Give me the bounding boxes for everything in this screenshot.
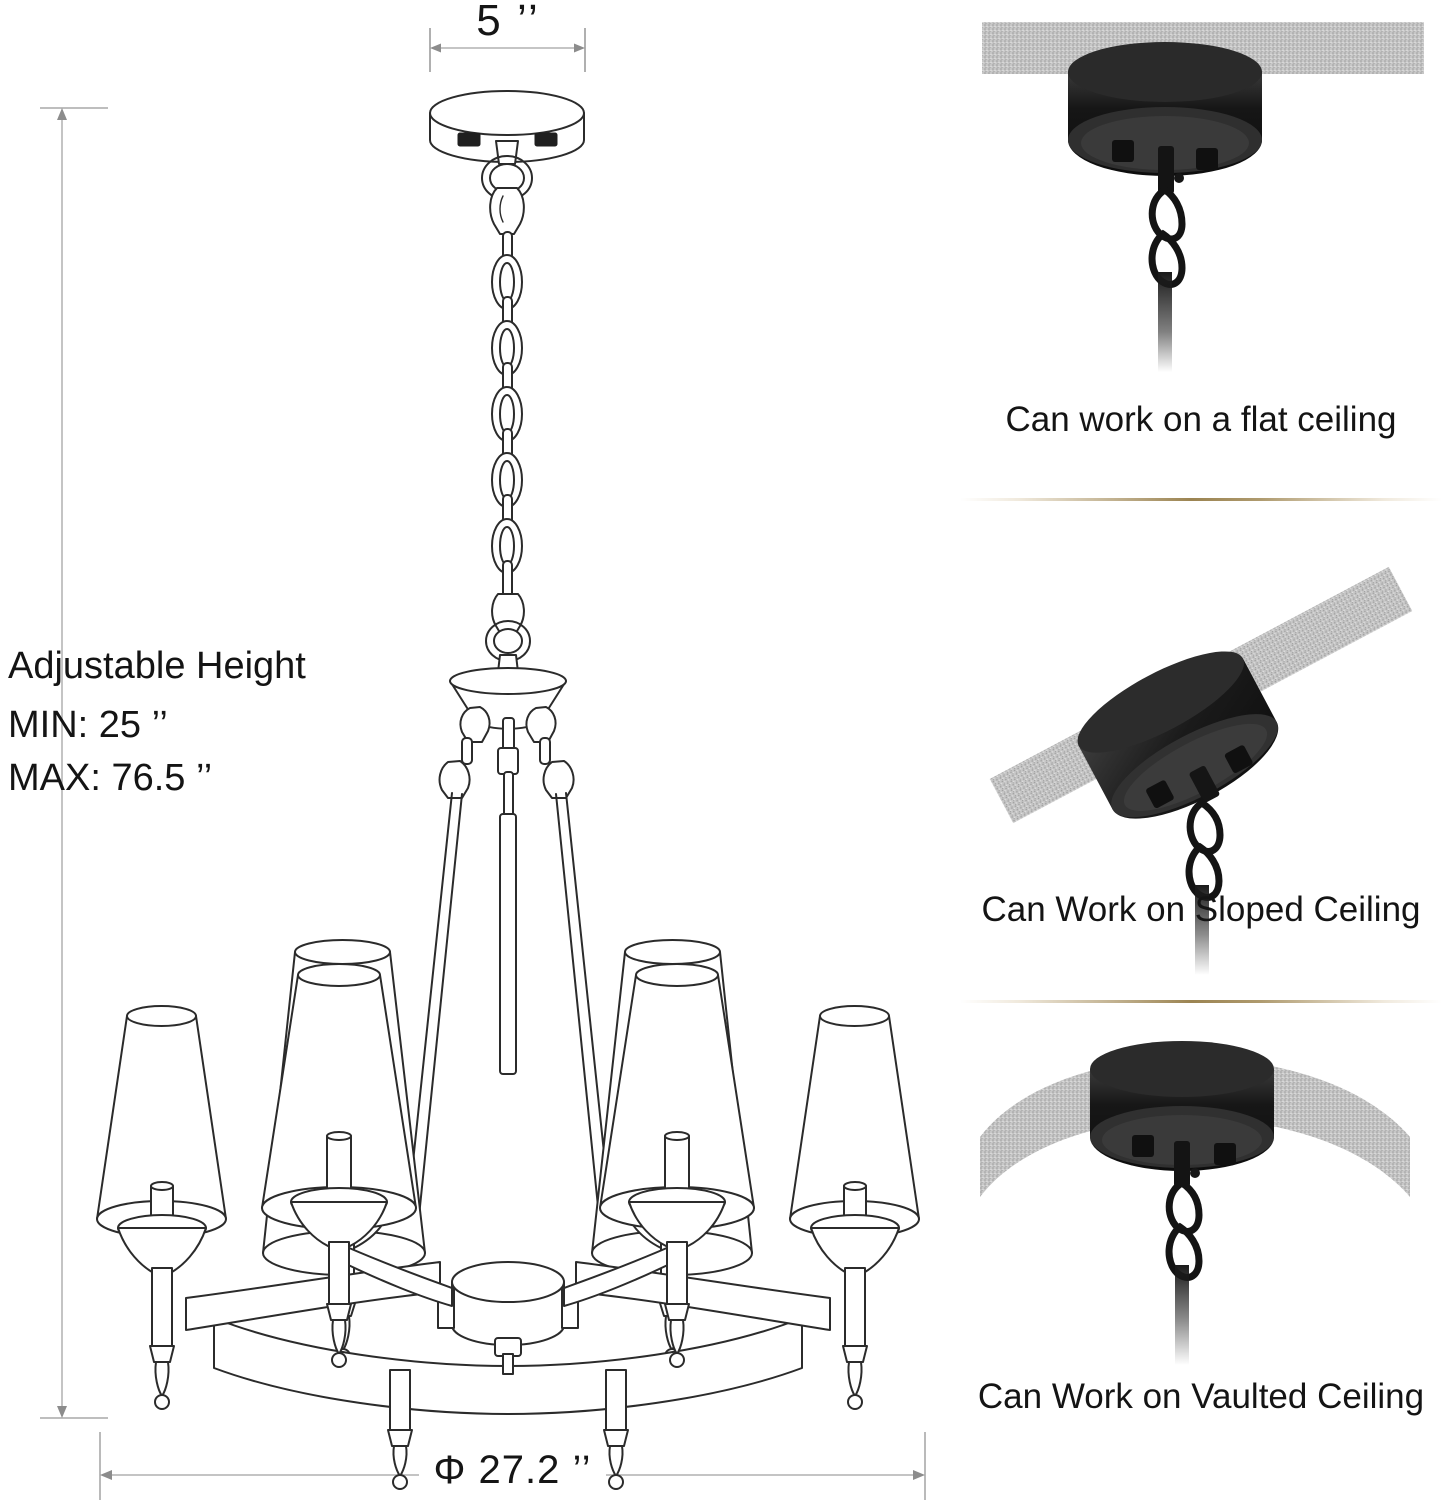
divider-2	[960, 1000, 1442, 1003]
mount-option-flat: Can work on a flat ceiling	[960, 0, 1442, 500]
shade-outer-right	[789, 1005, 920, 1410]
flat-ceiling-caption: Can work on a flat ceiling	[1005, 400, 1397, 439]
mount-option-vaulted: Can Work on Vaulted Ceiling	[960, 1007, 1442, 1500]
diameter-label: Φ 27.2 ’’	[100, 1448, 925, 1493]
sloped-ceiling-photo	[989, 566, 1413, 975]
min-height-label: MIN: 25 ’’	[8, 704, 168, 746]
lower-hub	[213, 1261, 803, 1415]
chain	[491, 231, 523, 598]
adjustable-height-title: Adjustable Height	[8, 645, 306, 687]
technical-drawing-panel: 5 ’’	[8, 0, 926, 1500]
arms-front	[185, 1243, 831, 1331]
flat-ceiling-photo	[982, 22, 1424, 372]
mount-option-sloped: Can Work on Sloped Ceiling	[960, 505, 1442, 1000]
finials-bottom	[387, 1369, 629, 1490]
chandelier-line-drawing	[96, 90, 920, 1490]
shade-outer-left	[96, 1005, 227, 1410]
adjustable-height-block: Adjustable Height MIN: 25 ’’ MAX: 76.5 ’…	[8, 645, 428, 810]
shade-inner-right	[599, 963, 755, 1368]
diameter-label-text: Φ 27.2 ’’	[419, 1448, 606, 1493]
vaulted-ceiling-photo	[980, 1041, 1410, 1365]
mounting-options-panel: Can work on a flat ceiling	[960, 0, 1442, 1500]
vaulted-ceiling-caption: Can Work on Vaulted Ceiling	[977, 1377, 1425, 1416]
support-hooks	[438, 706, 575, 799]
divider-1	[960, 498, 1442, 501]
max-height-label: MAX: 76.5 ’’	[8, 757, 213, 799]
canopy-width-label: 5 ’’	[476, 0, 540, 45]
shade-inner-left	[261, 963, 417, 1368]
sloped-ceiling-caption: Can Work on Sloped Ceiling	[981, 890, 1421, 929]
